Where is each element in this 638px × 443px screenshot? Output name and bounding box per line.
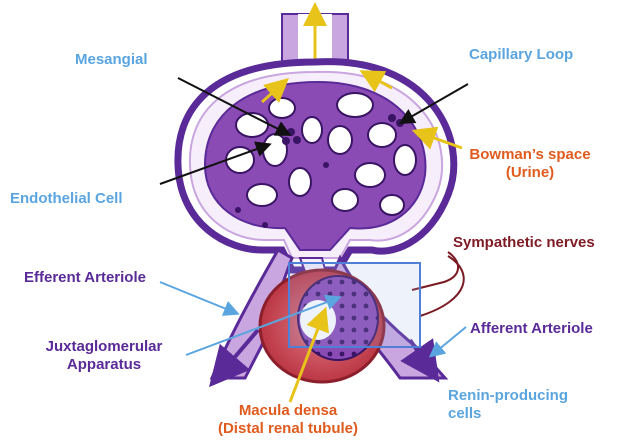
- label-afferent-arteriole: Afferent Arteriole: [470, 320, 593, 338]
- label-renin-line2: cells: [448, 405, 568, 423]
- label-juxtaglomerular-line2: Apparatus: [24, 356, 184, 374]
- label-bowmans-space-line1: Bowman’s space: [465, 146, 595, 164]
- label-bowmans-space: Bowman’s space (Urine): [465, 146, 595, 182]
- label-macula-densa-line2: (Distal renal tubule): [188, 420, 388, 438]
- label-mesangial: Mesangial: [75, 51, 148, 69]
- label-efferent-arteriole: Efferent Arteriole: [24, 269, 146, 287]
- label-capillary-loop: Capillary Loop: [469, 46, 573, 64]
- label-macula-densa-line1: Macula densa: [188, 402, 388, 420]
- label-sympathetic-nerves: Sympathetic nerves: [453, 234, 595, 252]
- label-renin-line1: Renin-producing: [448, 387, 568, 405]
- label-juxtaglomerular-line1: Juxtaglomerular: [24, 338, 184, 356]
- label-endothelial-cell: Endothelial Cell: [10, 190, 123, 208]
- label-juxtaglomerular-apparatus: Juxtaglomerular Apparatus: [24, 338, 184, 374]
- label-renin-producing-cells: Renin-producing cells: [448, 387, 568, 423]
- juxtaglomerular-highlight-box: [289, 263, 420, 347]
- label-bowmans-space-line2: (Urine): [465, 164, 595, 182]
- label-macula-densa: Macula densa (Distal renal tubule): [188, 402, 388, 438]
